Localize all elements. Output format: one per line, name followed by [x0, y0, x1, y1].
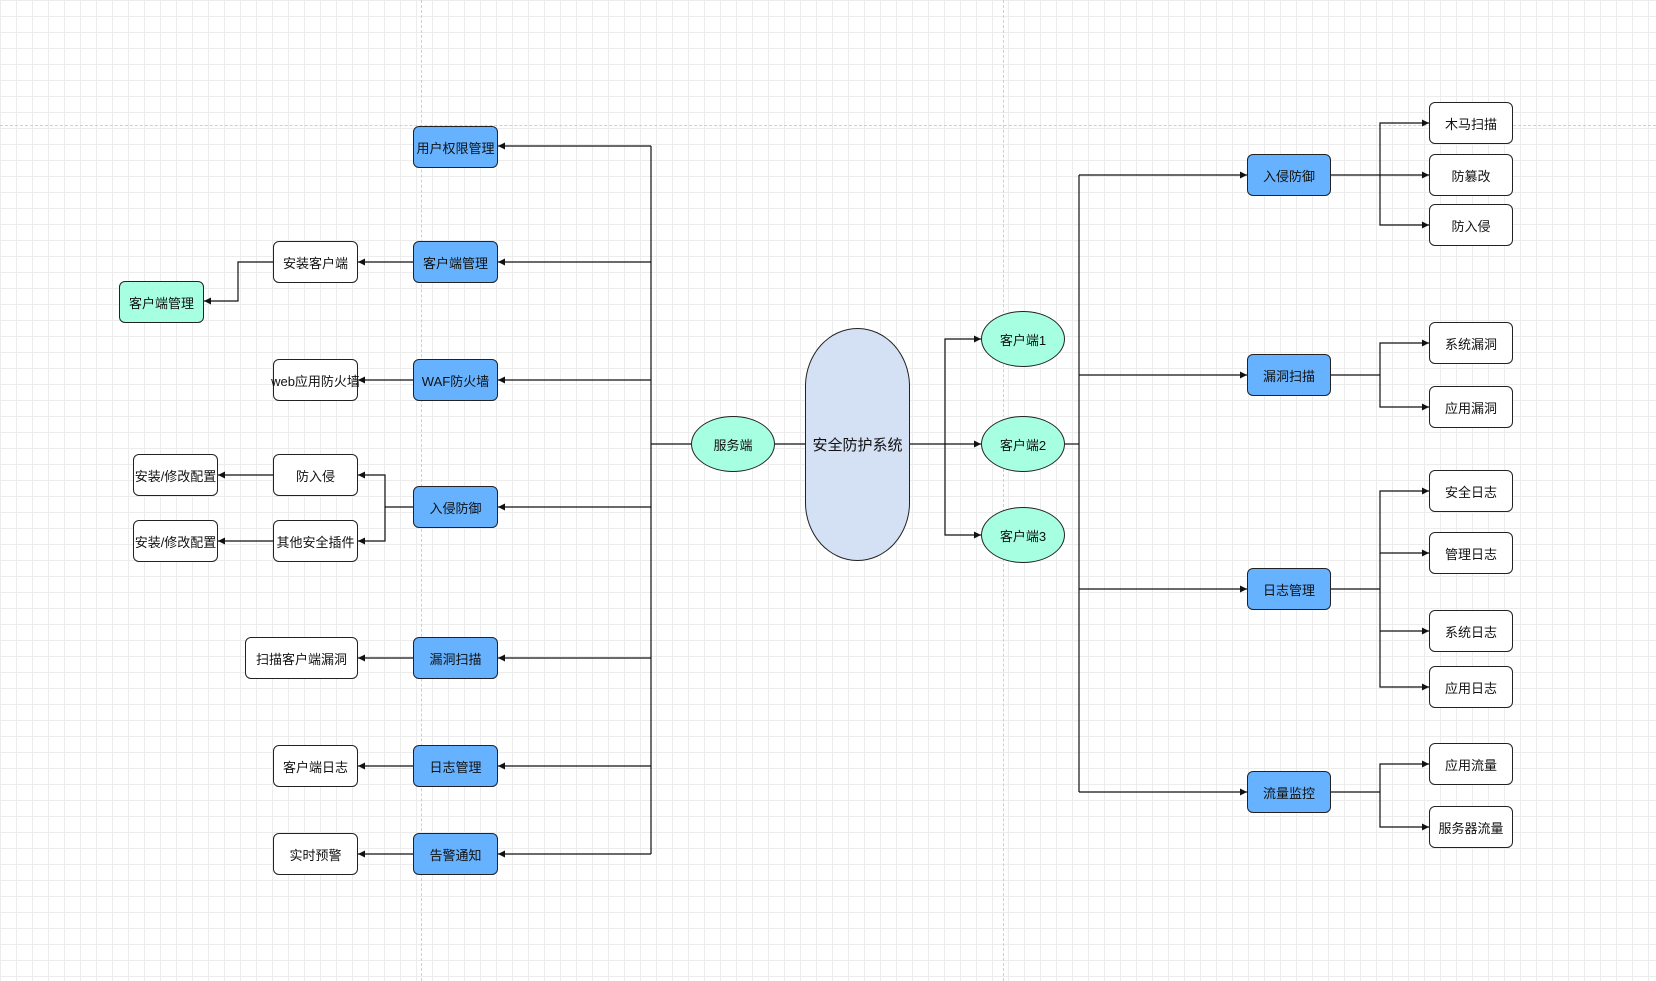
node-alarm-notification[interactable]: 告警通知: [413, 833, 498, 875]
node-system-vuln[interactable]: 系统漏洞: [1429, 322, 1513, 364]
edge-to-system-log: [1379, 589, 1429, 635]
node-install-modify-config-a[interactable]: 安装/修改配置: [133, 454, 218, 496]
node-log-mgmt-left[interactable]: 日志管理: [413, 745, 498, 787]
edge-to-trojan-scan: [1379, 119, 1429, 175]
node-trojan-scan[interactable]: 木马扫描: [1429, 102, 1513, 144]
node-vuln-scan-right[interactable]: 漏洞扫描: [1247, 354, 1331, 396]
edge-to-anti-intrusion-left: [358, 471, 386, 507]
node-realtime-warning[interactable]: 实时预警: [273, 833, 358, 875]
node-waf-firewall[interactable]: WAF防火墙: [413, 359, 498, 401]
node-install-modify-config-b[interactable]: 安装/修改配置: [133, 520, 218, 562]
node-client-log[interactable]: 客户端日志: [273, 745, 358, 787]
edge-to-sys-vuln: [1379, 339, 1429, 375]
edge-to-client-1: [944, 335, 981, 444]
node-client-1[interactable]: 客户端1: [981, 311, 1065, 367]
edge-to-security-log: [1379, 487, 1429, 589]
node-anti-tamper[interactable]: 防篡改: [1429, 154, 1513, 196]
page-guide-vertical-right: [1003, 0, 1004, 981]
node-app-traffic[interactable]: 应用流量: [1429, 743, 1513, 785]
node-app-log[interactable]: 应用日志: [1429, 666, 1513, 708]
node-intrusion-defense-left[interactable]: 入侵防御: [413, 486, 498, 528]
node-anti-intrusion-right[interactable]: 防入侵: [1429, 204, 1513, 246]
node-web-app-firewall[interactable]: web应用防火墙: [271, 359, 360, 401]
node-anti-intrusion-left[interactable]: 防入侵: [273, 454, 358, 496]
node-client-mgmt-sub[interactable]: 客户端管理: [119, 281, 204, 323]
edge-to-server-traffic: [1379, 792, 1429, 831]
edge-to-anti-intrusion-right: [1379, 175, 1429, 229]
page-guide-horizontal: [0, 125, 1656, 126]
node-intrusion-defense-right[interactable]: 入侵防御: [1247, 154, 1331, 196]
node-other-security-plugins[interactable]: 其他安全插件: [273, 520, 358, 562]
node-app-vuln[interactable]: 应用漏洞: [1429, 386, 1513, 428]
node-install-client[interactable]: 安装客户端: [273, 241, 358, 283]
node-scan-client-vuln[interactable]: 扫描客户端漏洞: [245, 637, 358, 679]
node-client-2[interactable]: 客户端2: [981, 416, 1065, 472]
node-management-log[interactable]: 管理日志: [1429, 532, 1513, 574]
edge-to-other-plugins: [358, 507, 386, 545]
edge-to-app-log: [1379, 631, 1429, 691]
node-security-system[interactable]: 安全防护系统: [805, 328, 910, 561]
node-server[interactable]: 服务端: [691, 416, 775, 472]
edge-to-client-3: [944, 444, 981, 539]
node-traffic-monitor[interactable]: 流量监控: [1247, 771, 1331, 813]
node-system-log[interactable]: 系统日志: [1429, 610, 1513, 652]
node-client-3[interactable]: 客户端3: [981, 507, 1065, 563]
edge-to-client-mgmt-sub: [204, 261, 273, 305]
node-log-mgmt-right[interactable]: 日志管理: [1247, 568, 1331, 610]
node-server-traffic[interactable]: 服务器流量: [1429, 806, 1513, 848]
node-security-log[interactable]: 安全日志: [1429, 470, 1513, 512]
node-user-permission-mgmt[interactable]: 用户权限管理: [413, 126, 498, 168]
node-client-mgmt[interactable]: 客户端管理: [413, 241, 498, 283]
edge-to-app-traffic: [1379, 760, 1429, 792]
node-vuln-scan-left[interactable]: 漏洞扫描: [413, 637, 498, 679]
edge-to-app-vuln: [1379, 375, 1429, 411]
